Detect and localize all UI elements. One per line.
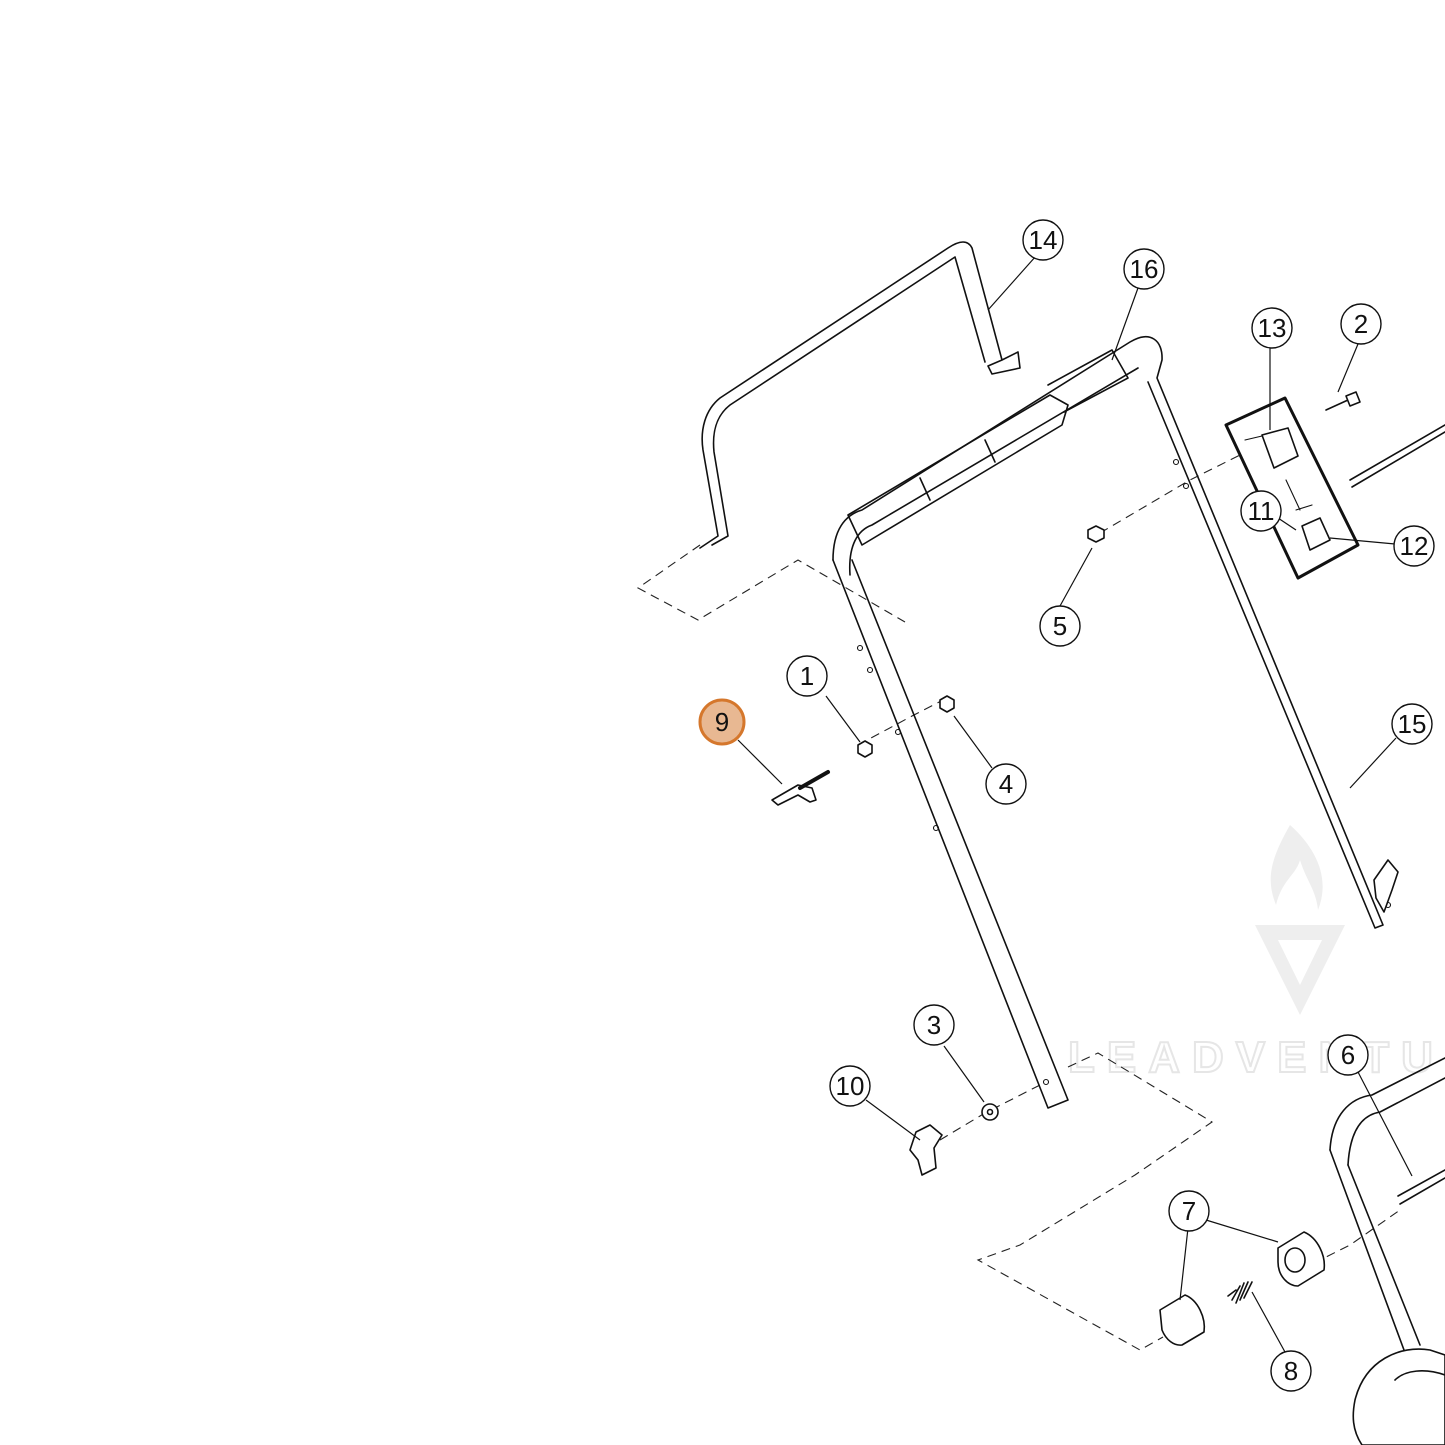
callout-9-highlighted[interactable]: 9 — [698, 698, 746, 746]
callout-label: 11 — [1248, 496, 1275, 526]
callout-2[interactable]: 2 — [1340, 303, 1382, 345]
callout-label: 10 — [836, 1071, 865, 1101]
callout-16[interactable]: 16 — [1123, 248, 1165, 290]
callout-14[interactable]: 14 — [1022, 219, 1064, 261]
part-10-wing-knob — [909, 1124, 943, 1176]
part-14-bail-bar — [699, 241, 1021, 549]
part-1-nut — [857, 740, 873, 758]
part-4-nut — [939, 695, 955, 713]
callout-10[interactable]: 10 — [829, 1065, 871, 1107]
assembly-guide-lines — [636, 454, 1401, 1351]
callout-label: 3 — [927, 1010, 941, 1040]
callout-8[interactable]: 8 — [1270, 1350, 1312, 1392]
part-8-spring — [1227, 1281, 1253, 1304]
callout-11[interactable]: 11 — [1240, 490, 1282, 532]
watermark-text: LEADVENTU — [1068, 1033, 1445, 1082]
leader-lines — [737, 255, 1413, 1353]
callout-5[interactable]: 5 — [1039, 605, 1081, 647]
watermark-flame-icon — [1270, 825, 1323, 910]
callout-4[interactable]: 4 — [985, 763, 1027, 805]
part-2-bolt — [1325, 391, 1445, 488]
callout-label: 13 — [1258, 313, 1287, 343]
callout-15[interactable]: 15 — [1391, 703, 1433, 745]
part-7-knob — [1159, 1231, 1326, 1346]
callout-6[interactable]: 6 — [1327, 1034, 1369, 1076]
watermark-v-icon — [1255, 925, 1345, 1015]
callout-label: 2 — [1354, 309, 1368, 339]
callout-label: 6 — [1341, 1040, 1355, 1070]
callout-3[interactable]: 3 — [913, 1004, 955, 1046]
part-5-nut — [1087, 525, 1105, 543]
callout-1[interactable]: 1 — [786, 655, 828, 697]
part-9-lever — [771, 770, 830, 806]
callout-label: 16 — [1130, 254, 1159, 284]
callout-label: 8 — [1284, 1356, 1298, 1386]
callout-13[interactable]: 13 — [1251, 307, 1293, 349]
part-13-11-12-box — [1224, 396, 1360, 580]
watermark: LEADVENTU — [1067, 825, 1445, 1083]
callout-12[interactable]: 12 — [1393, 525, 1435, 567]
callout-label: 5 — [1053, 611, 1067, 641]
part-3-washer — [981, 1103, 999, 1121]
callout-label: 1 — [800, 661, 814, 691]
callout-label: 4 — [999, 769, 1013, 799]
callout-label: 12 — [1400, 531, 1429, 561]
part-6-lower-handle — [1329, 1057, 1445, 1445]
callout-label: 7 — [1182, 1196, 1196, 1226]
callout-label: 9 — [715, 707, 729, 737]
callout-label: 15 — [1398, 709, 1427, 739]
part-15-16-handle — [832, 336, 1399, 1109]
callout-7[interactable]: 7 — [1168, 1190, 1210, 1232]
callout-label: 14 — [1029, 225, 1058, 255]
